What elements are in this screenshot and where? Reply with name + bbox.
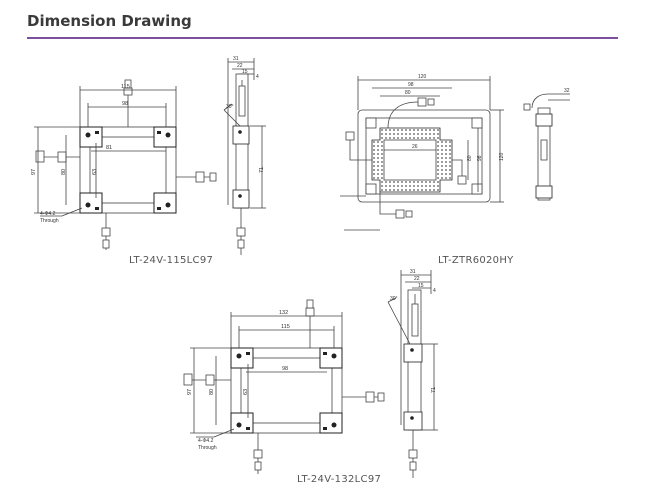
caption-132lc97: LT-24V-132LC97 (297, 474, 382, 485)
side-dim-angle: 30° (226, 104, 234, 110)
dim-inner-width: 98 (122, 101, 128, 107)
ztr-dim-26: 26 (412, 144, 418, 150)
dim132-inner-width: 115 (281, 324, 290, 330)
hole-note-132-line1: 4-Φ4.2 (198, 438, 214, 444)
side2-dim-angle: 30° (390, 296, 398, 302)
side-dim-15: 15 (242, 69, 248, 75)
dim-outer-height: 97 (31, 169, 37, 175)
side-dim-4: 4 (256, 74, 259, 80)
hole-note-line1: 4-Φ4.2 (40, 211, 56, 217)
caption-ztr6020hy: LT-ZTR6020HY (438, 255, 514, 266)
drawing-ztr-side-view (523, 93, 570, 201)
dim132-inner-height: 80 (209, 389, 215, 395)
dim-inner-height: 80 (61, 169, 67, 175)
ztr-dim-h98: 98 (477, 155, 483, 161)
drawing-side-view-bottom (387, 270, 438, 478)
ztr-dim-h120: 120 (499, 152, 505, 161)
dim132-inner-height-2: 63 (243, 389, 249, 395)
dim132-outer-height: 97 (187, 389, 193, 395)
side2-dim-22: 22 (414, 276, 420, 282)
ztr-dim-h80: 80 (467, 155, 473, 161)
caption-115lc97: LT-24V-115LC97 (129, 255, 214, 266)
side2-dim-31: 31 (410, 269, 416, 275)
hole-note-132-line2: Through (198, 445, 217, 451)
dim-inner-height-2: 63 (92, 169, 98, 175)
ztr-dim-98: 98 (408, 82, 414, 88)
section-heading: Dimension Drawing (27, 12, 192, 30)
dim132-inner-width-2: 98 (282, 366, 288, 372)
drawing-front-115lc97 (34, 79, 217, 250)
side2-dim-4: 4 (433, 288, 436, 294)
ztr-side-dim-32: 32 (564, 88, 570, 94)
dim-outer-width: 115 (121, 84, 130, 90)
side2-dim-15: 15 (418, 283, 424, 289)
side-dim-31: 31 (233, 56, 239, 62)
drawing-ztr6020hy (340, 76, 504, 231)
dim132-outer-width: 132 (279, 310, 288, 316)
ztr-dim-80: 80 (405, 90, 411, 96)
dim-inner-width-2: 81 (106, 145, 112, 151)
ztr-dim-120: 120 (418, 74, 427, 80)
side2-dim-71: 71 (431, 387, 437, 393)
drawing-side-view-top (223, 58, 266, 255)
drawing-front-132lc97 (183, 299, 385, 474)
heading-divider (27, 37, 618, 39)
side-dim-71: 71 (259, 167, 265, 173)
side-dim-22: 22 (237, 63, 243, 69)
hole-note-line2: Through (40, 218, 59, 224)
